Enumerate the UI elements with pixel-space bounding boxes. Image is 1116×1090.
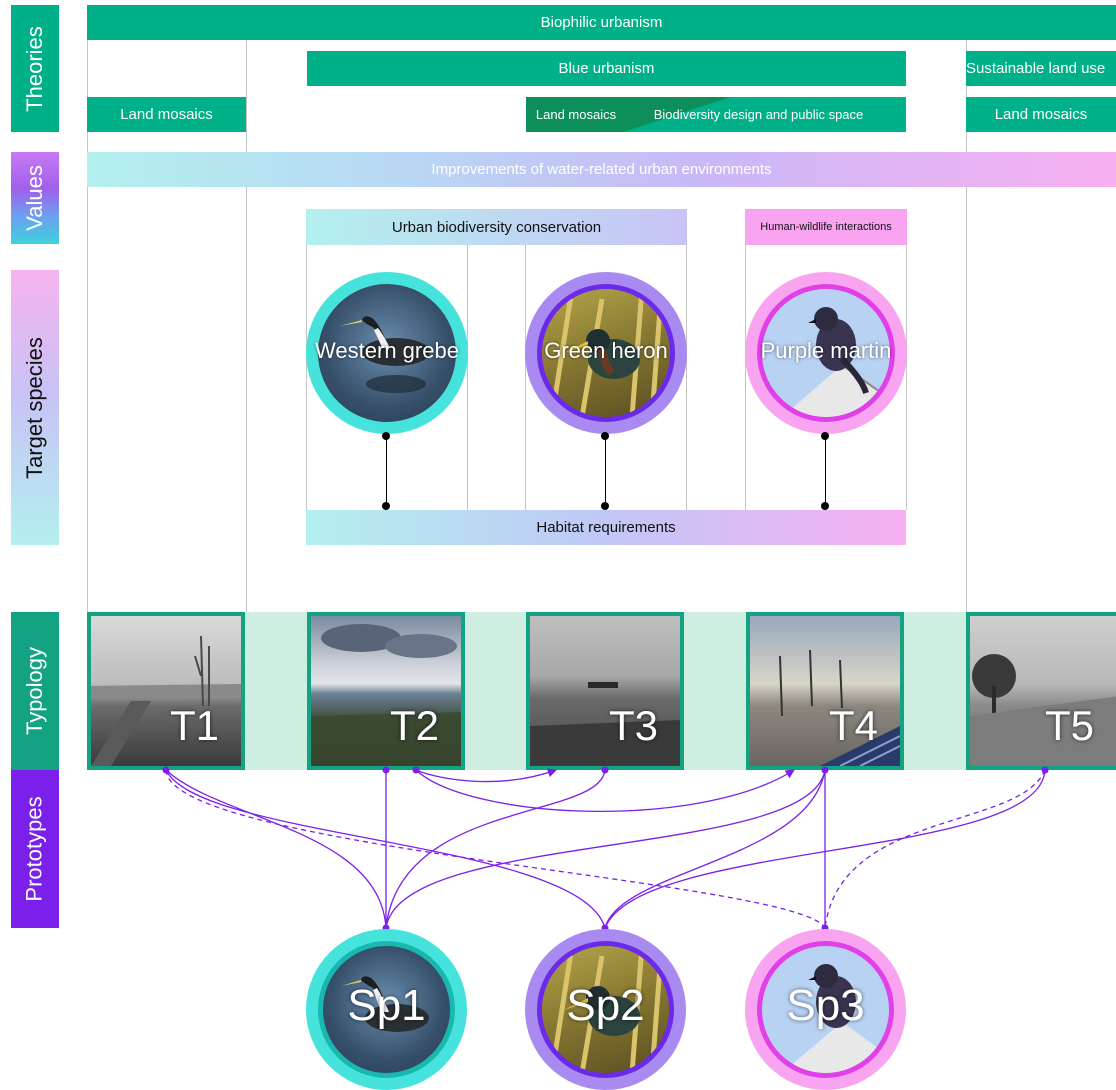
grebe-icon [340,316,430,393]
theory-mixed-bar [526,97,906,132]
martin-icon [782,307,890,417]
link-t4-sp1 [385,769,826,929]
grebe-icon [341,976,429,1032]
typology-label: T3 [608,702,658,749]
link-t1-sp3 [165,769,826,929]
connector-dot [382,432,390,440]
typology-tile-t4: T4 [746,612,904,770]
martin-icon [782,964,889,1073]
species-label: Green heron [544,338,668,363]
human-wildlife-interactions-bar: Human-wildlife interactions [745,209,907,245]
species-frame-line [467,245,468,510]
theory-land-mosaics-left: Land mosaics [87,97,246,132]
sp2-photo [542,946,669,1073]
habitat-requirements-bar: Habitat requirements [306,510,906,545]
link-t2-t4 [415,769,795,812]
species-circle-purple-martin: Purple martin [745,272,907,434]
grid-line [246,40,247,612]
species-connector [825,436,826,506]
species-frame-line [745,245,746,510]
typology-label: T1 [169,702,219,749]
species-frame-line [525,245,526,510]
link-t1-sp2 [165,769,606,929]
species-circle-western-grebe: Western grebe [306,272,468,434]
theory-sustainable-land-use: Sustainable land use [966,51,1116,86]
theory-biophilic-urbanism: Biophilic urbanism [87,5,1116,40]
link-node [821,766,829,774]
value-water-improvements: Improvements of water-related urban envi… [87,152,1116,187]
landscape-icon [530,682,680,766]
theory-blue-urbanism: Blue urbanism [307,51,906,86]
link-t2-t3 [415,768,557,783]
prototype-circle-sp3: Sp3 [745,929,906,1090]
connector-dot [821,502,829,510]
species-circle-green-heron: Green heron [525,272,687,434]
row-label-typology-box [11,612,59,770]
landscape-icon [91,635,241,766]
landscape-icon [311,624,461,766]
prototype-label: Sp1 [347,981,426,1030]
species-connector [605,436,606,506]
landscape-icon [970,654,1116,766]
connector-dot [601,432,609,440]
link-t4-sp2 [604,769,826,929]
typology-tile-t3: T3 [526,612,684,770]
species-connector [386,436,387,506]
row-label-values-box [11,152,59,244]
row-label-theories-box [11,5,59,132]
link-t1-sp1 [165,769,387,929]
link-t5-sp2 [604,769,1046,929]
row-label-prototypes-box [11,770,59,928]
sp3-photo [762,946,889,1073]
link-node [162,766,170,774]
link-t3-sp1 [385,769,606,929]
connector-dot [821,432,829,440]
species-frame-line [906,245,907,510]
connector-dot [382,502,390,510]
heron-icon [549,289,663,417]
prototype-circle-sp2: Sp2 [525,929,686,1090]
typology-label: T4 [828,702,878,749]
link-t5-sp3 [824,769,1046,929]
green-heron-photo [542,289,670,417]
species-frame-line [306,245,307,510]
link-node [1041,766,1049,774]
species-label: Purple martin [760,338,892,363]
link-node [382,766,390,774]
prototype-label: Sp2 [566,981,645,1030]
theory-land-mosaics-mid: Land mosaics [535,107,617,122]
theory-land-mosaics-right: Land mosaics [966,97,1116,132]
sp1-photo [323,946,450,1073]
landscape-icon [779,649,900,766]
prototype-label: Sp3 [786,981,865,1030]
link-node [412,766,420,774]
western-grebe-photo [318,284,456,422]
urban-biodiversity-conservation-bar: Urban biodiversity conservation [306,209,687,245]
theory-biodiversity-design: Biodiversity design and public space [653,107,864,122]
grid-line [966,40,967,612]
typology-tile-t5: T5 [966,612,1116,770]
prototype-circle-sp1: Sp1 [306,929,467,1090]
row-label-target-species-box [11,270,59,545]
grid-line [87,40,88,612]
typology-label: T2 [389,702,439,749]
typology-label: T5 [1044,702,1094,749]
typology-tile-t2: T2 [307,612,465,770]
connector-dot [601,502,609,510]
purple-martin-photo [762,289,890,417]
link-node [601,766,609,774]
heron-icon [549,946,663,1073]
typology-tile-t1: T1 [87,612,245,770]
species-frame-line [686,245,687,510]
species-label: Western grebe [315,338,459,363]
